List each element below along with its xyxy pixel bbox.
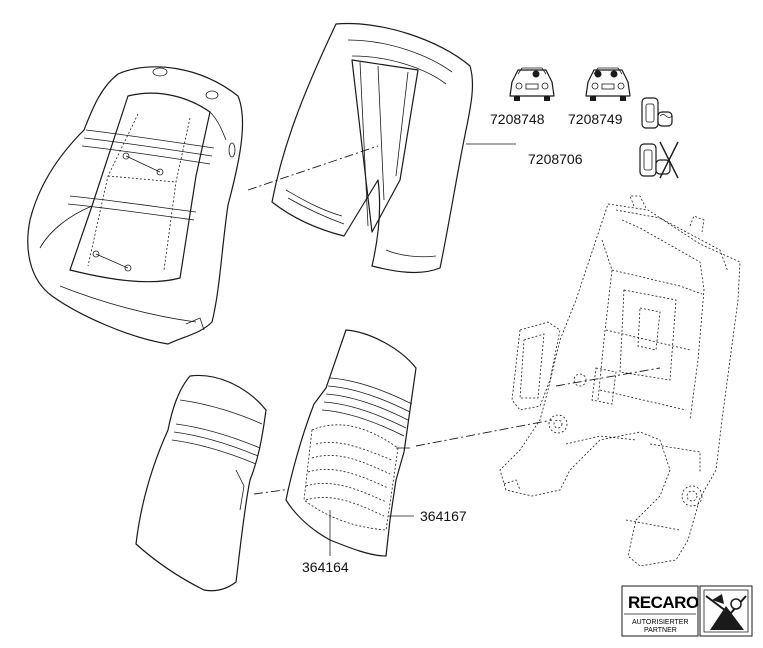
part-label-7208748: 7208748: [490, 111, 545, 127]
logo-line1: AUTORISIERTER: [632, 619, 689, 626]
assembly-line: [555, 367, 661, 387]
seat-frame: [499, 195, 741, 567]
recaro-partner-logo: RECARO AUTORISIERTER PARTNER: [621, 585, 753, 637]
car-front-heated-icon: [585, 67, 631, 101]
car-front-icon: [509, 67, 555, 101]
logo-line2: PARTNER: [644, 627, 677, 634]
partner-emblem-icon: [703, 589, 749, 633]
part-label-364167: 364167: [420, 508, 467, 524]
assembly-line: [415, 419, 553, 447]
assembly-line: [247, 145, 379, 191]
logo-brand: RECARO: [628, 593, 699, 612]
part-label-364164: 364164: [302, 559, 349, 575]
part-label-7208749: 7208749: [568, 111, 623, 127]
seat-back-cushion: [27, 66, 244, 345]
seat-no-heat-icon: [639, 141, 679, 179]
back-panel: [285, 329, 417, 557]
lumbar-cushion: [135, 374, 267, 592]
seat-heated-icon: [641, 97, 673, 129]
part-label-7208706: 7208706: [528, 151, 583, 167]
